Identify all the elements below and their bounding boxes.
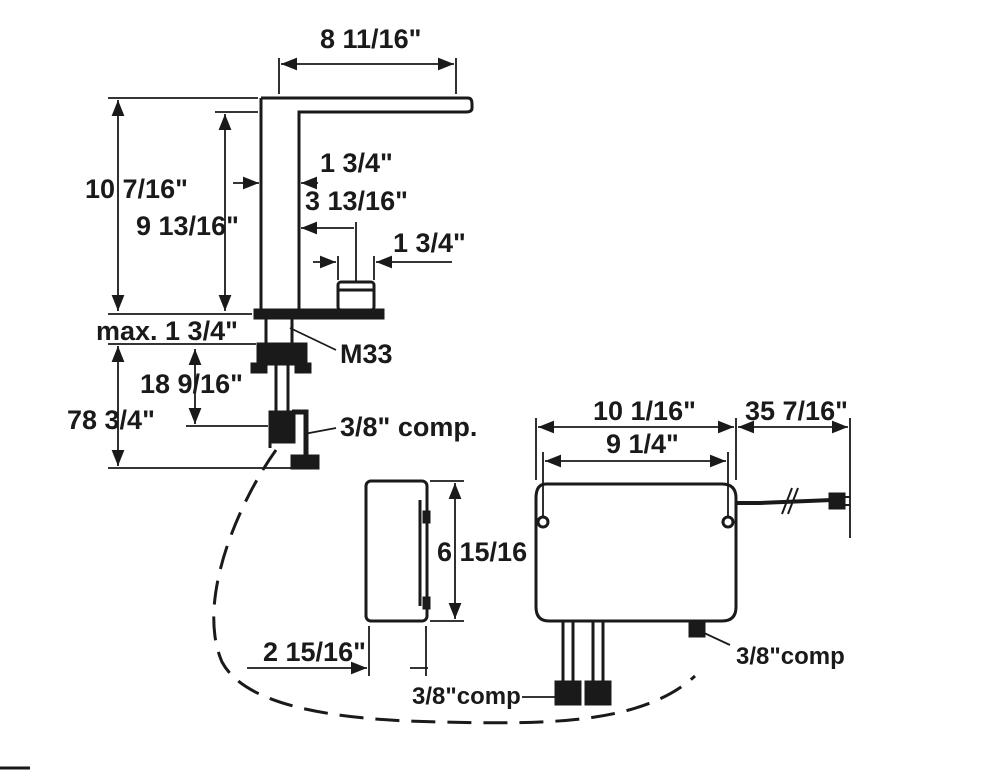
hose-route-dashed: [212, 449, 697, 725]
sensor-width-label: 1 3/4": [393, 228, 466, 258]
total-length-label: 78 3/4": [67, 405, 155, 435]
thread-label: M33: [340, 339, 393, 369]
supply-length-label: 18 9/16": [140, 369, 243, 399]
sensor-offset-label: 3 13/16": [305, 186, 408, 216]
body-width-label: 1 3/4": [320, 148, 393, 178]
cord-length-label: 35 7/16": [745, 396, 848, 426]
mount-spacing-label: 9 1/4": [606, 429, 679, 459]
control-box-front: [534, 482, 850, 706]
box-height-label: 6 15/16: [437, 537, 527, 567]
box-outlet-label: 3/8"comp: [736, 643, 845, 670]
faucet-mounting-hardware: [250, 316, 320, 470]
overall-height-label: 10 7/16": [85, 174, 188, 204]
faucet-dimension-lines: [108, 57, 457, 469]
box-side-dimension-lines: [247, 480, 464, 676]
spout-length-label: 8 11/16": [320, 24, 421, 54]
supply-connection-label: 3/8"comp: [412, 683, 521, 710]
control-box-side: [364, 479, 431, 623]
box-depth-label: 2 15/16": [263, 637, 366, 667]
box-front-dimension-lines: [522, 418, 851, 698]
faucet-connection-label: 3/8" comp.: [340, 412, 477, 442]
box-width-label: 10 1/16": [593, 396, 696, 426]
spout-height-label: 9 13/16": [136, 211, 239, 241]
deck-thickness-label: max. 1 3/4": [96, 316, 238, 346]
